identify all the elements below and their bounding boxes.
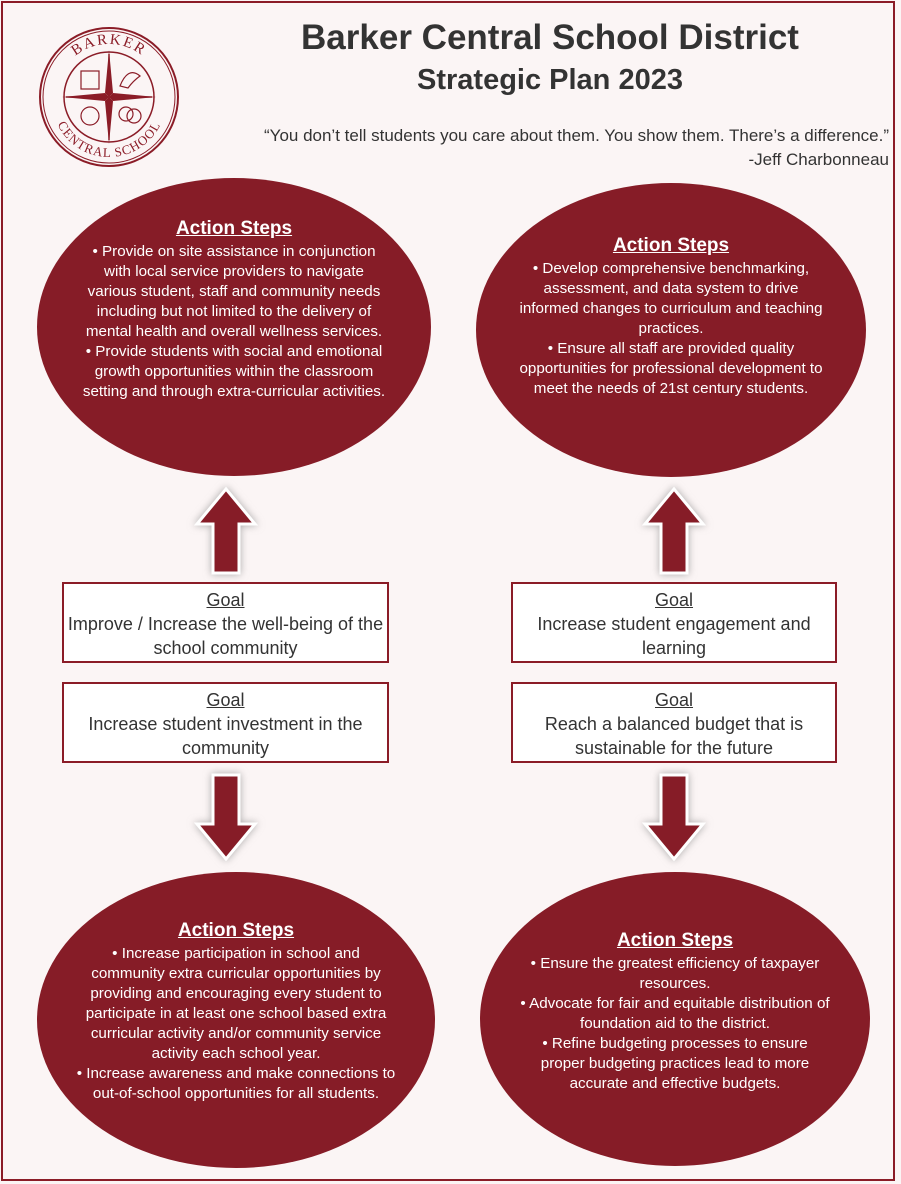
action-step-item: Refine budgeting processes to ensure pro… <box>520 1034 830 1094</box>
school-seal-logo: BARKER CENTRAL SCHOOL <box>39 27 179 167</box>
arrow-down-icon <box>642 773 706 862</box>
goal-box-engagement: Goal Increase student engagement and lea… <box>511 582 837 663</box>
goal-text: Reach a balanced budget that is sustaina… <box>544 714 804 758</box>
goal-box-budget: Goal Reach a balanced budget that is sus… <box>511 682 837 763</box>
goal-text: Increase student engagement and learning <box>537 614 811 658</box>
action-step-item: Increase participation in school and com… <box>75 944 397 1064</box>
goal-box-investment: Goal Increase student investment in the … <box>62 682 389 763</box>
goal-text: Increase student investment in the commu… <box>88 714 363 758</box>
goal-label: Goal <box>654 590 694 610</box>
action-steps-heading: Action Steps <box>612 235 730 256</box>
action-step-item: Advocate for fair and equitable distribu… <box>520 994 830 1034</box>
quote-block: “You don’t tell students you care about … <box>264 124 889 172</box>
quote-text: “You don’t tell students you care about … <box>264 126 889 145</box>
action-step-item: Increase awareness and make connections … <box>75 1064 397 1104</box>
goal-text: Improve / Increase the well-being of the… <box>67 614 384 658</box>
action-steps-wellbeing: Action Steps Provide on site assistance … <box>37 178 431 476</box>
goal-box-wellbeing: Goal Improve / Increase the well-being o… <box>62 582 389 663</box>
arrow-up-icon <box>642 486 706 575</box>
action-steps-investment: Action Steps Increase participation in s… <box>37 872 435 1168</box>
quote-author: -Jeff Charbonneau <box>748 150 889 169</box>
action-steps-heading: Action Steps <box>177 920 295 941</box>
page-title: Barker Central School District <box>301 18 799 57</box>
action-step-item: Provide students with social and emotion… <box>81 342 387 402</box>
action-step-item: Ensure the greatest efficiency of taxpay… <box>520 954 830 994</box>
action-steps-heading: Action Steps <box>175 218 293 239</box>
action-steps-heading: Action Steps <box>616 930 734 951</box>
arrow-up-icon <box>194 486 258 575</box>
goal-label: Goal <box>206 590 245 610</box>
page-subtitle: Strategic Plan 2023 <box>417 64 683 96</box>
action-step-item: Ensure all staff are provided quality op… <box>518 339 824 399</box>
action-steps-engagement: Action Steps Develop comprehensive bench… <box>476 183 866 477</box>
arrow-down-icon <box>194 773 258 862</box>
action-steps-budget: Action Steps Ensure the greatest efficie… <box>480 872 870 1166</box>
action-step-item: Develop comprehensive benchmarking, asse… <box>518 259 824 339</box>
action-step-item: Provide on site assistance in conjunctio… <box>81 242 387 342</box>
goal-label: Goal <box>654 690 694 710</box>
goal-label: Goal <box>206 690 245 710</box>
